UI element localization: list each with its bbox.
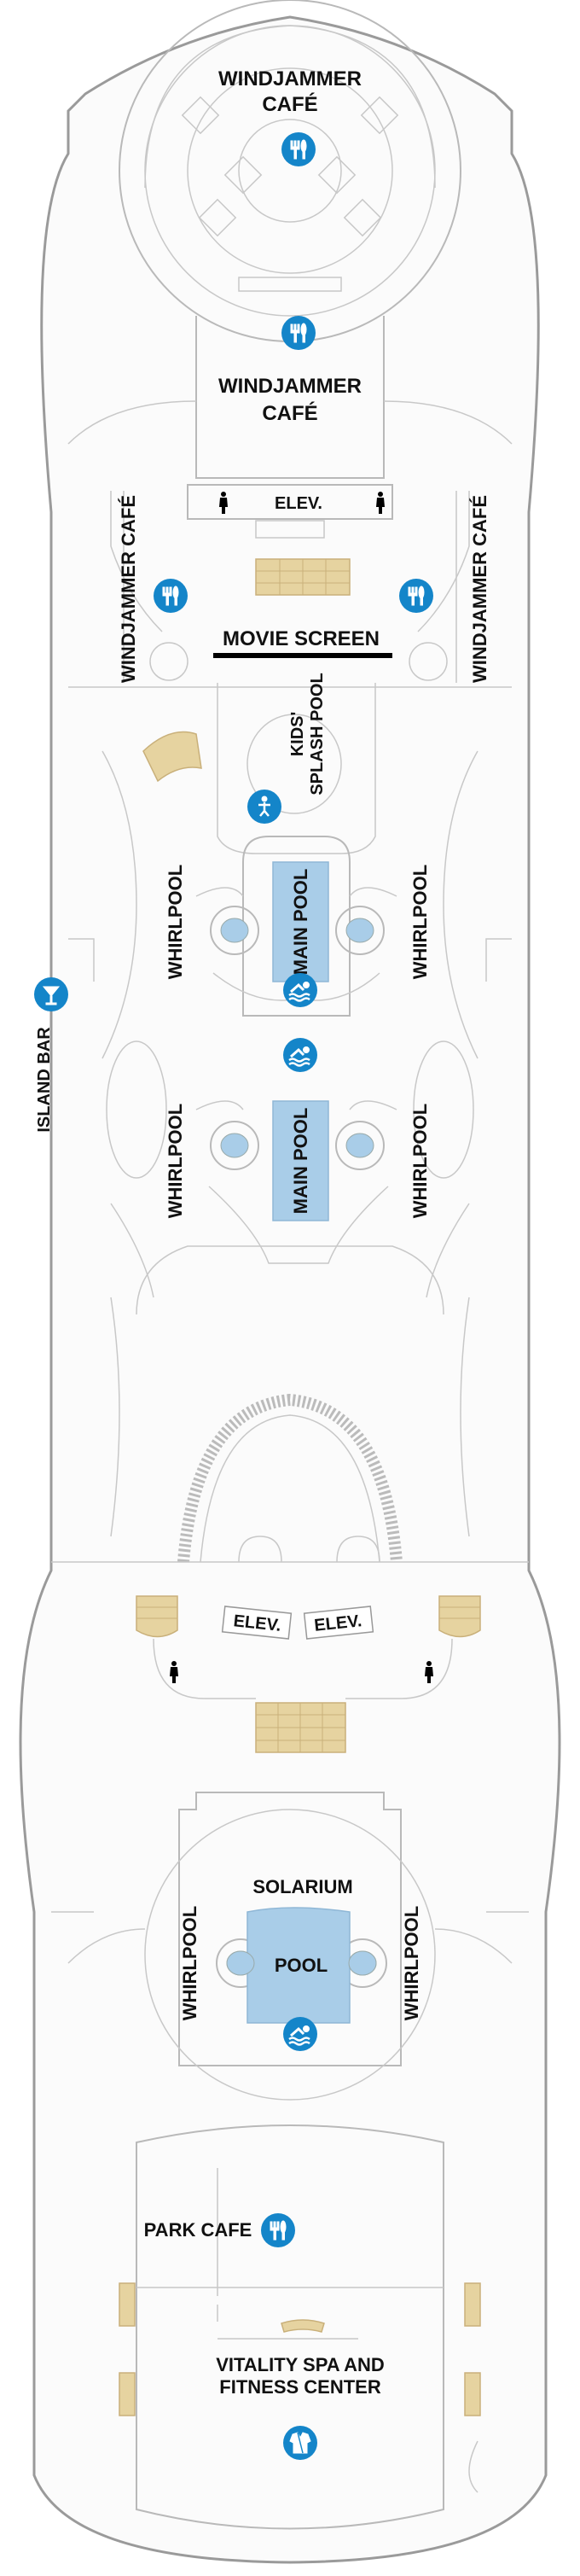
- dining-icon[interactable]: [260, 2212, 296, 2248]
- stairs-top: [255, 558, 351, 596]
- spa-label-2: FITNESS CENTER: [219, 2376, 381, 2398]
- swimmer-icon[interactable]: [281, 1036, 319, 1074]
- stairs-mid-left: [136, 1595, 178, 1638]
- central-stairs-mid: [153, 1638, 453, 1753]
- stairs-mid-right: [438, 1595, 481, 1638]
- side-wings-top: [68, 491, 512, 688]
- windjammer-cafe-left-label: WINDJAMMER CAFÉ: [118, 495, 139, 683]
- dining-icon[interactable]: [398, 578, 434, 614]
- whirlpool-3-right-label: WHIRLPOOL: [401, 1906, 422, 2020]
- whirlpool-2-left-label: WHIRLPOOL: [165, 1104, 186, 1218]
- windjammer-cafe-right-label: WINDJAMMER CAFÉ: [469, 495, 490, 683]
- swimmer-icon[interactable]: [281, 971, 319, 1009]
- solarium-pool-label: POOL: [275, 1955, 328, 1976]
- kids-splash-pool-label-2: SPLASH POOL: [308, 673, 327, 795]
- main-pool-2-area: [110, 1100, 470, 1298]
- movie-screen-label: MOVIE SCREEN: [223, 627, 380, 650]
- whirlpool-1-right-label: WHIRLPOOL: [409, 865, 431, 979]
- whirlpool-1-left-label: WHIRLPOOL: [165, 865, 186, 979]
- solarium-whirlpool-left: [226, 1950, 255, 1976]
- solarium-label: SOLARIUM: [252, 1876, 352, 1897]
- whirlpool-3-left-label: WHIRLPOOL: [179, 1906, 200, 2020]
- windjammer-cafe-mid-label-1: WINDJAMMER: [218, 375, 362, 398]
- swimmer-icon[interactable]: [281, 2015, 319, 2053]
- elevator-top-label: ELEV.: [275, 494, 322, 513]
- kids-splash-pool-label-1: KIDS': [288, 712, 307, 757]
- main-pool-1-label: MAIN POOL: [290, 869, 311, 976]
- spa-label-1: VITALITY SPA AND: [216, 2354, 385, 2375]
- dining-icon[interactable]: [153, 578, 188, 614]
- elevator-mid-left: [221, 1606, 293, 1640]
- dining-icon[interactable]: [281, 131, 316, 167]
- elevator-mid-right: [303, 1606, 374, 1640]
- solarium-pool: [246, 1907, 351, 2024]
- windjammer-cafe-mid-area: [67, 316, 513, 539]
- cocktail-icon[interactable]: [33, 976, 69, 1012]
- whirlpool-2-right-label: WHIRLPOOL: [409, 1104, 431, 1218]
- arched-promenade: [51, 1245, 529, 1563]
- park-cafe-label: PARK CAFE: [144, 2219, 252, 2241]
- island-bar-label: ISLAND BAR: [35, 1027, 54, 1133]
- robe-icon[interactable]: [282, 2425, 318, 2461]
- stairs-curved-left: [142, 731, 202, 783]
- kids-splash-pool-area: [102, 683, 478, 1059]
- windjammer-cafe-mid-label-2: CAFÉ: [262, 401, 317, 425]
- dining-icon[interactable]: [281, 315, 316, 351]
- main-pool-1: [272, 861, 329, 982]
- solarium-whirlpool-right: [348, 1950, 377, 1976]
- island-bar-area: [68, 938, 512, 1179]
- hull-outline: [19, 15, 561, 2564]
- main-pool-2-label: MAIN POOL: [290, 1108, 311, 1215]
- windjammer-cafe-top-label-1: WINDJAMMER: [218, 67, 362, 90]
- park-cafe-spa-area: [119, 2124, 481, 2530]
- kids-pool-icon[interactable]: [246, 788, 283, 825]
- solarium-area: [51, 1792, 529, 2101]
- windjammer-cafe-top-label-2: CAFÉ: [262, 92, 317, 116]
- main-pool-2: [272, 1100, 329, 1221]
